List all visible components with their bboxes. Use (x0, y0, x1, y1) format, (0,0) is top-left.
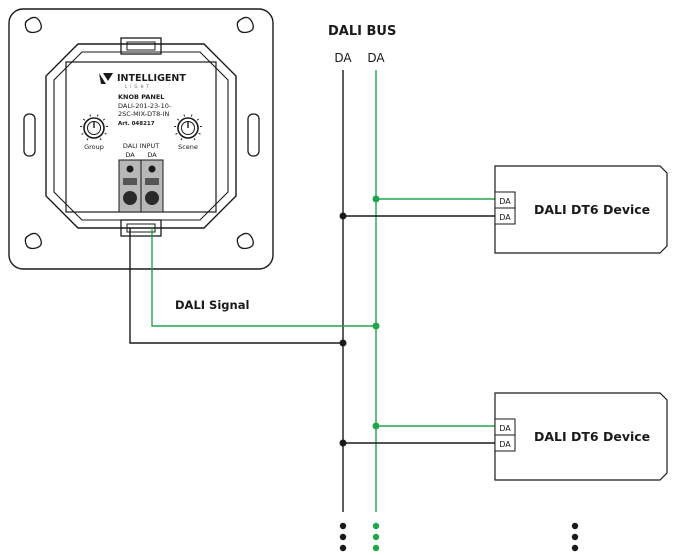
continuation-dots-green (372, 522, 380, 552)
knob-tick (82, 118, 86, 121)
brand-sub: LIGHT (125, 84, 152, 89)
panel-wire-black (129, 228, 343, 344)
model-line-1: DALI-201-23-10- (118, 102, 172, 110)
device-2-terminal-bottom: DA (499, 440, 511, 449)
knob-tick (99, 138, 102, 141)
knob-tick (96, 114, 99, 117)
device-2[interactable] (494, 392, 668, 481)
panel-wire-green (151, 228, 376, 327)
knob-tick (193, 138, 196, 141)
knob-tick (81, 132, 84, 135)
knob-panel (8, 8, 274, 270)
mounting-hole-icon (24, 16, 254, 250)
brand-logo-icon (99, 73, 113, 84)
device-1-terminal-top: DA (499, 197, 511, 206)
device-2-name: DALI DT6 Device (534, 429, 650, 444)
knob-tick (102, 118, 106, 121)
input-da-right: DA (147, 151, 157, 159)
scene-knob-label: Scene (178, 143, 198, 151)
product-title: KNOB PANEL (118, 93, 164, 101)
device-1[interactable] (494, 165, 668, 254)
knob-tick (196, 118, 200, 121)
group-knob[interactable] (80, 114, 108, 141)
knob-tick (86, 138, 89, 141)
knob-tick (198, 132, 201, 135)
dali-input-label: DALI INPUT (123, 142, 159, 150)
input-da-left: DA (125, 151, 135, 159)
brand-name: INTELLIGENT (117, 73, 186, 84)
group-knob-label: Group (84, 143, 104, 151)
scene-knob[interactable] (174, 114, 202, 141)
knob-tick (175, 132, 178, 135)
bus-label-da-green: DA (367, 51, 385, 65)
device-1-name: DALI DT6 Device (534, 202, 650, 217)
dali-bus-title: DALI BUS (328, 24, 396, 39)
knob-tick (104, 132, 107, 135)
continuation-dots-device (571, 522, 579, 552)
knob-tick (190, 114, 193, 117)
article-number: Art. 048217 (118, 121, 155, 127)
bus-wires (129, 70, 495, 512)
knob-tick (180, 138, 183, 141)
knob-tick (89, 114, 92, 117)
device-2-terminal-top: DA (499, 424, 511, 433)
model-line-2: 2SC-MIX-DT8-IN (118, 110, 170, 118)
device-1-terminal-bottom: DA (499, 213, 511, 222)
continuation-dots-black (339, 522, 347, 552)
knob-tick (183, 114, 186, 117)
dali-signal-label: DALI Signal (175, 298, 249, 312)
knob-tick (176, 118, 180, 121)
junction-dots (339, 195, 380, 447)
bus-label-da-black: DA (334, 51, 352, 65)
terminal-block[interactable] (118, 159, 164, 213)
